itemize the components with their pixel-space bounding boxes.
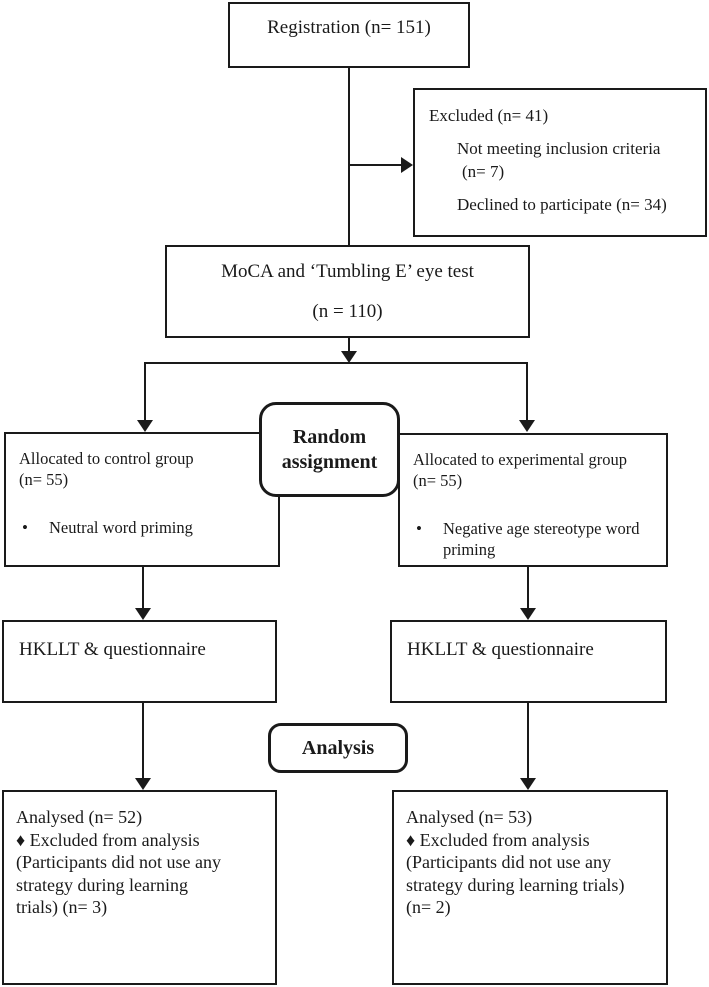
analysed-experimental-line-4: strategy during learning trials): [406, 874, 625, 895]
bullet-icon: •: [22, 518, 28, 537]
registration-box: Registration (n= 151): [228, 2, 470, 68]
analysed-control-line-3: (Participants did not use any: [16, 852, 221, 872]
connector-to-excluded: [349, 164, 402, 166]
hkllt-experimental-box: HKLLT & questionnaire: [390, 620, 667, 703]
control-allocation-label: Allocated to control group: [19, 449, 194, 468]
excluded-box: Excluded (n= 41) Not meeting inclusion c…: [413, 88, 707, 237]
analysed-experimental-line-5: (n= 2): [406, 897, 451, 917]
analysed-experimental-line-2: ♦ Excluded from analysis: [406, 829, 590, 850]
control-bullet-text: Neutral word priming: [49, 518, 193, 537]
excluded-reason-1-count: (n= 7): [462, 162, 505, 181]
connector-branch-to-control: [144, 362, 146, 420]
arrowhead-control-icon: [137, 420, 153, 432]
branch-horizontal-line: [144, 362, 528, 364]
control-allocation-box: Allocated to control group (n= 55) • Neu…: [4, 432, 280, 567]
random-assignment-label-line2: assignment: [281, 451, 378, 473]
arrowhead-analysed-right-icon: [520, 778, 536, 790]
connector-control-to-hkllt: [142, 567, 144, 609]
analysed-control-line-2: ♦ Excluded from analysis: [16, 829, 200, 850]
arrowhead-experimental-icon: [519, 420, 535, 432]
arrowhead-branch-icon: [341, 351, 357, 363]
arrowhead-hkllt-left-icon: [135, 608, 151, 620]
analysed-experimental-line-1: Analysed (n= 53): [406, 807, 533, 827]
hkllt-control-label: HKLLT & questionnaire: [19, 639, 206, 660]
arrowhead-excluded-icon: [401, 157, 413, 173]
analysis-label: Analysis: [301, 737, 375, 759]
experimental-allocation-count: (n= 55): [413, 471, 463, 490]
excluded-title: Excluded (n= 41): [429, 106, 549, 125]
arrowhead-analysed-left-icon: [135, 778, 151, 790]
excluded-reason-2: Declined to participate (n= 34): [457, 195, 667, 214]
control-allocation-count: (n= 55): [19, 470, 69, 489]
excluded-reason-1: Not meeting inclusion criteria: [457, 139, 661, 158]
experimental-bullet-line1: Negative age stereotype word: [443, 519, 640, 538]
random-assignment-label-line1: Random: [292, 426, 367, 448]
experimental-allocation-label: Allocated to experimental group: [413, 450, 627, 469]
analysed-experimental-line-3: (Participants did not use any: [406, 852, 611, 872]
connector-registration-to-screening: [348, 68, 350, 245]
screening-box: MoCA and ‘Tumbling E’ eye test (n = 110): [165, 245, 530, 338]
connector-branch-to-experimental: [526, 362, 528, 420]
analysed-control-line-1: Analysed (n= 52): [16, 807, 143, 827]
experimental-allocation-box: Allocated to experimental group (n= 55) …: [398, 433, 668, 567]
registration-label: Registration (n= 151): [267, 17, 431, 38]
hkllt-experimental-label: HKLLT & questionnaire: [407, 639, 594, 660]
screening-label: MoCA and ‘Tumbling E’ eye test: [221, 261, 474, 282]
connector-screening-to-branch: [348, 338, 350, 353]
arrowhead-hkllt-right-icon: [520, 608, 536, 620]
connector-hkllt-to-analysed-right: [527, 703, 529, 779]
experimental-bullet-text: Negative age stereotype word priming: [443, 518, 658, 560]
hkllt-control-box: HKLLT & questionnaire: [2, 620, 277, 703]
analysed-experimental-box: Analysed (n= 53) ♦ Excluded from analysi…: [392, 790, 668, 985]
analysed-control-line-5: trials) (n= 3): [16, 897, 108, 917]
experimental-bullet-line2: priming: [443, 540, 496, 559]
connector-experimental-to-hkllt: [527, 567, 529, 609]
random-assignment-box: Random assignment: [259, 402, 400, 497]
screening-count: (n = 110): [312, 301, 383, 322]
connector-hkllt-to-analysed-left: [142, 703, 144, 779]
bullet-icon: •: [416, 519, 422, 538]
control-bullet-item: • Neutral word priming: [19, 517, 270, 538]
analysed-control-box: Analysed (n= 52) ♦ Excluded from analysi…: [2, 790, 277, 985]
analysed-control-line-4: strategy during learning: [16, 874, 188, 895]
experimental-bullet-item: • Negative age stereotype word priming: [413, 518, 658, 560]
analysis-box: Analysis: [268, 723, 408, 773]
